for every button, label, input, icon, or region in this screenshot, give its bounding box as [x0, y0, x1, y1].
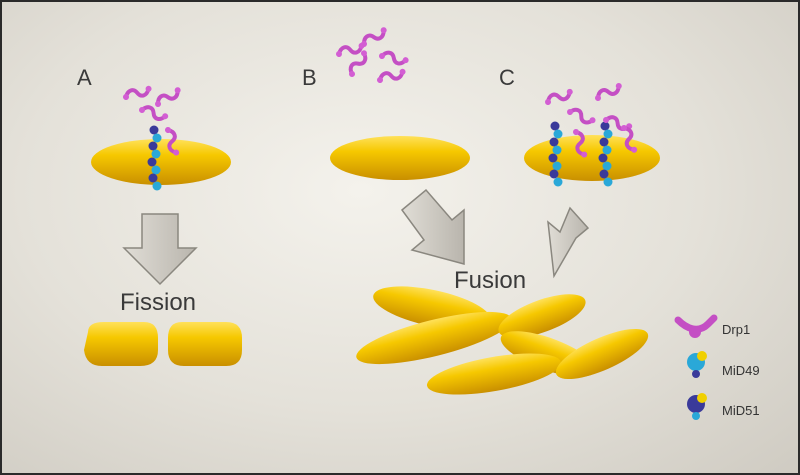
fusion-arrow-left — [400, 188, 465, 265]
mid49-protein-icon — [687, 351, 707, 378]
network-segment-5 — [426, 353, 562, 395]
fused-network — [356, 286, 649, 395]
legend-icons — [674, 314, 718, 420]
mitochondrion-a — [91, 139, 231, 185]
fragment-left — [84, 322, 158, 366]
fission-label: Fission — [120, 289, 197, 316]
panel-label-a: A — [77, 65, 92, 90]
panel-label-b: B — [302, 65, 317, 90]
network-segment-2 — [356, 311, 512, 365]
mitochondrion-c — [524, 135, 660, 181]
legend-label-mid51: MiD51 — [722, 403, 760, 418]
mitochondrion-b — [330, 136, 470, 180]
fusion-arrow-right — [547, 206, 590, 279]
drp1-cluster-b — [332, 22, 412, 88]
panel-a — [84, 81, 242, 366]
fission-arrow — [122, 213, 198, 286]
legend-label-mid49: MiD49 — [722, 363, 760, 378]
panel-label-c: C — [499, 65, 515, 90]
network-segment-6 — [555, 328, 649, 380]
legend-label-drp1: Drp1 — [722, 322, 751, 337]
panel-c — [524, 78, 660, 279]
drp1-protein-icon — [674, 314, 718, 338]
panel-b — [330, 22, 470, 265]
mid51-protein-icon — [687, 393, 707, 420]
network-segment-3 — [498, 294, 586, 338]
fusion-label: Fusion — [454, 267, 527, 294]
fragment-right — [168, 322, 242, 366]
